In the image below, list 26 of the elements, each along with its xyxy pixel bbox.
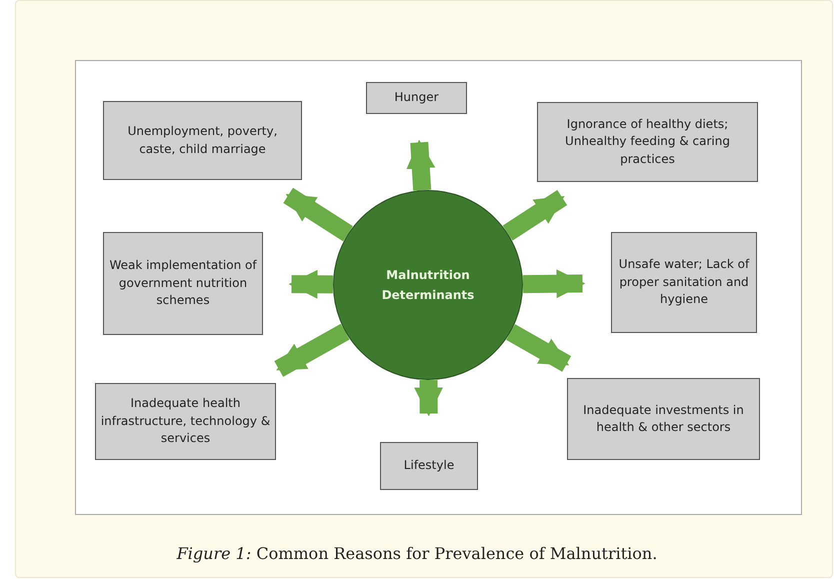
node-text: Inadequate investments in health & other sectors [582,402,745,436]
node-text: Hunger [393,89,440,106]
block-arrow [283,188,353,242]
figure-caption: Figure 1: Common Reasons for Prevalence of Malnutrition. [176,544,658,563]
node-text: Weak implementation of government nutrition schemes [108,257,258,310]
block-arrow [406,140,436,191]
node-text: Inadequate health infrastructure, technology & services [100,395,272,448]
node-text: Ignorance of healthy diets; Unhealthy feeding & caring practices [564,116,731,168]
reason-box [537,102,758,182]
reason-box [103,101,302,180]
block-arrow [274,324,350,377]
block-arrow [502,190,568,241]
block-arrow [414,380,443,416]
node-text: Unsafe water; Lack of proper sanitation and hygiene [618,256,750,308]
reason-box [611,232,757,333]
reason-box [567,378,760,460]
node-text: Malnutrition Determinants [380,266,476,304]
block-arrow [506,324,572,372]
node-text: Unemployment, poverty, caste, child marriage [126,123,278,158]
reason-box [366,82,467,114]
reason-box [103,232,263,335]
reason-box [380,442,478,490]
node-text: Lifestyle [402,457,456,474]
reason-box [95,383,276,460]
block-arrow [288,270,334,299]
block-arrow [522,269,586,298]
